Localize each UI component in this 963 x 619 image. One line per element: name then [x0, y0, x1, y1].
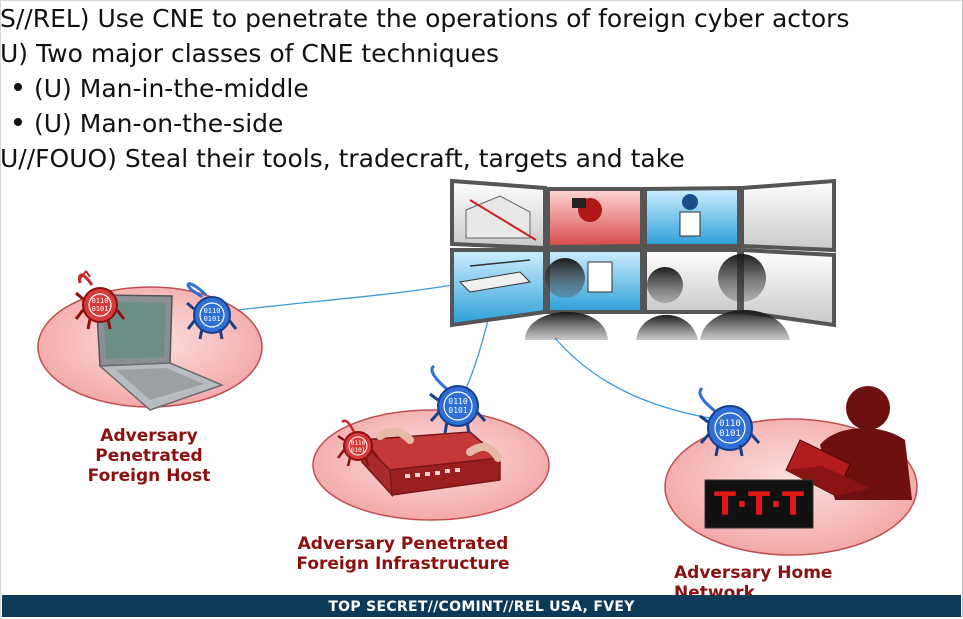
- bullet-man-in-the-middle: (U) Man-in-the-middle: [14, 74, 309, 104]
- bug-binary-bottom: 0101: [448, 406, 467, 415]
- link-infra-to-monitors: [461, 319, 489, 399]
- blue-bug-icon-home: 0110 0101: [698, 386, 761, 457]
- blue-bug-icon-host: 0110 0101: [186, 282, 238, 340]
- red-bug-icon-host: 0110 0101: [74, 270, 126, 330]
- infrastructure-label: Adversary Penetrated Foreign Infrastruct…: [283, 534, 523, 574]
- host-label-line-2: Penetrated: [95, 446, 203, 466]
- analyst-silhouettes-icon: [525, 254, 790, 340]
- bug-binary-bottom: 0101: [719, 429, 741, 439]
- bullet-cne-penetrate: S//REL) Use CNE to penetrate the operati…: [0, 4, 850, 33]
- bug-binary-bottom: 0101: [92, 305, 109, 313]
- bug-binary-bottom: 0101: [204, 315, 221, 323]
- link-home-to-monitors: [554, 337, 721, 421]
- host-label: Adversary Penetrated Foreign Host: [82, 426, 216, 486]
- bullet-two-classes: U) Two major classes of CNE techniques: [0, 39, 499, 68]
- bug-binary-top: 0110: [719, 419, 741, 429]
- link-host-to-monitors: [237, 281, 471, 311]
- red-bug-icon-infra: 0110 0101: [337, 419, 379, 467]
- bug-binary-top: 0110: [448, 397, 467, 406]
- home-label-line-1: Adversary Home: [674, 563, 833, 583]
- bullet-steal-tools: U//FOUO) Steal their tools, tradecraft, …: [0, 144, 685, 173]
- hacker-silhouette-icon: [785, 386, 912, 500]
- bullet-mitm-text: (U) Man-in-the-middle: [34, 74, 309, 103]
- bug-binary-top: 0110: [204, 307, 221, 315]
- toolbox-icon: T·T·T: [704, 479, 814, 529]
- router-icon: [358, 427, 502, 498]
- bullet-dot-icon: [14, 118, 22, 126]
- bug-binary-top: 0110: [351, 440, 366, 447]
- monitor-details: [458, 194, 701, 293]
- bullet-man-on-the-side: (U) Man-on-the-side: [14, 109, 283, 139]
- bullet-dot-icon: [14, 83, 22, 91]
- toolbox-text: T·T·T: [714, 485, 804, 523]
- bug-binary-bottom: 0101: [351, 447, 366, 454]
- infrastructure-label-line-1: Adversary Penetrated: [297, 534, 509, 554]
- host-label-line-3: Foreign Host: [87, 466, 211, 486]
- infrastructure-label-line-2: Foreign Infrastructure: [296, 554, 510, 574]
- monitor-blank-screen: [740, 178, 836, 253]
- bullet-mots-text: (U) Man-on-the-side: [34, 109, 284, 138]
- blue-bug-icon-infra: 0110 0101: [429, 364, 487, 434]
- bug-binary-top: 0110: [92, 297, 109, 305]
- host-label-line-1: Adversary: [100, 426, 198, 446]
- classification-banner: TOP SECRET//COMINT//REL USA, FVEY: [2, 595, 961, 617]
